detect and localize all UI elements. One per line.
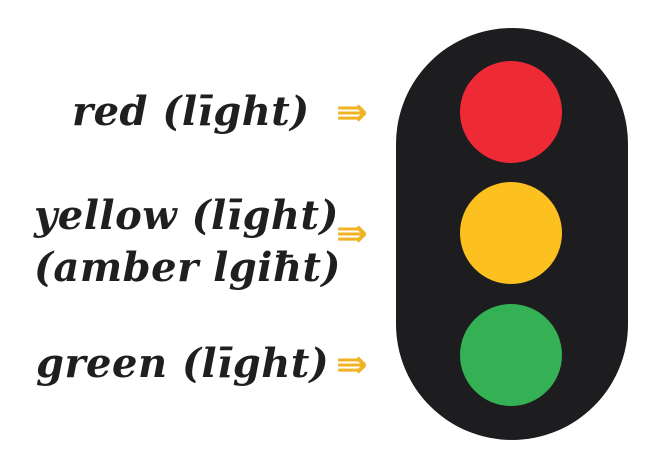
yellow-arrow-icon: ⇛ xyxy=(336,211,368,255)
red-arrow-icon: ⇛ xyxy=(336,90,368,134)
green-light-label: green (līght) xyxy=(36,340,330,387)
yellow-light-label: yellow (līght) (amber lgiħt) xyxy=(34,190,341,294)
yellow-light-label-line1: yellow (līght) xyxy=(34,192,339,239)
yellow-lamp xyxy=(460,182,562,284)
red-lamp xyxy=(460,61,562,163)
red-light-label: red (līght) xyxy=(72,88,310,135)
amber-light-label-line2: (amber lgiħt) xyxy=(34,244,341,291)
green-arrow-icon: ⇛ xyxy=(336,342,368,386)
traffic-light-housing xyxy=(396,28,628,440)
green-lamp xyxy=(460,304,562,406)
